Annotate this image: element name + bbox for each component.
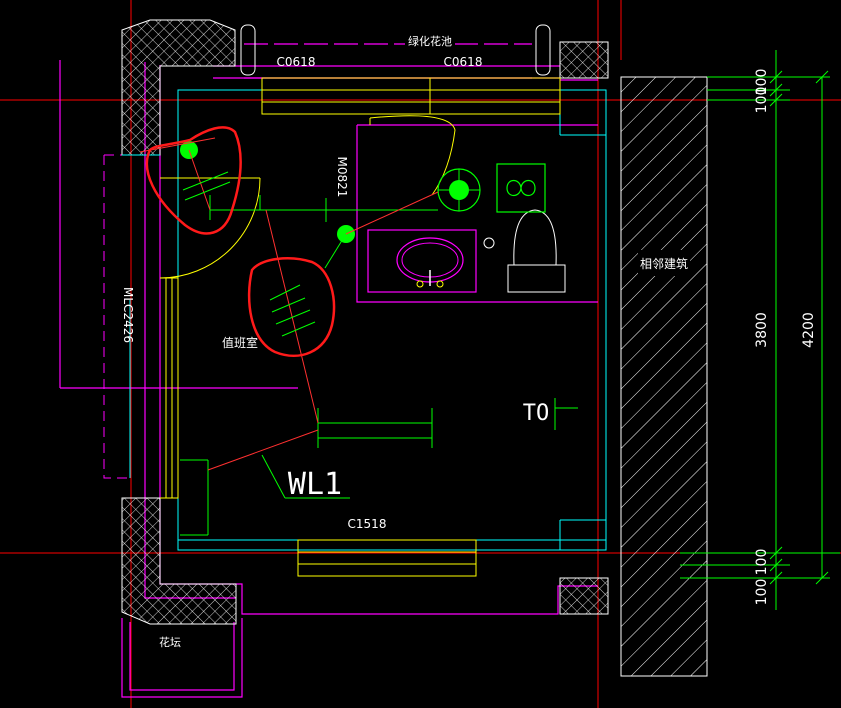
wiring-label: WL1 [288,467,342,502]
dim-span-4200: 4200 [801,312,817,348]
door-window-label: MLC2426 [121,287,135,343]
dim-top-100-a: 100 [754,69,770,96]
ceiling-light-icon [437,168,481,212]
electrical-lines [180,195,578,536]
windows [160,77,561,577]
planter-posts [240,24,551,76]
neighbor-building-label: 相邻建筑 [640,256,688,271]
structure-lines [122,89,607,551]
room-label: 值班室 [222,335,258,350]
telecom-outlet-label: TO [523,401,550,426]
markup-hatches [182,171,316,337]
floor-drain-icon [483,237,495,249]
dimension-lines [680,50,840,610]
exhaust-fan-icon [496,163,546,213]
window-label-right: C0618 [444,55,483,69]
red-wiring [139,137,439,471]
green-planter-label: 绿化花池 [408,34,452,48]
dim-top-100-b: 100 [754,87,770,114]
sink-fixture [367,229,477,293]
dim-bottom-100-a: 100 [754,549,770,576]
window-label-left: C0618 [277,55,316,69]
flower-bed-label: 花坛 [159,636,181,649]
red-markup-circles [145,126,336,357]
toilet-fixture [507,209,566,293]
brick-columns [121,19,609,625]
dim-span-3800: 3800 [754,312,770,348]
door-label: M0821 [335,157,349,198]
dim-bottom-100-b: 100 [754,579,770,606]
window-label-bottom: C1518 [348,517,387,531]
neighbor-building: 相邻建筑 [620,76,708,677]
